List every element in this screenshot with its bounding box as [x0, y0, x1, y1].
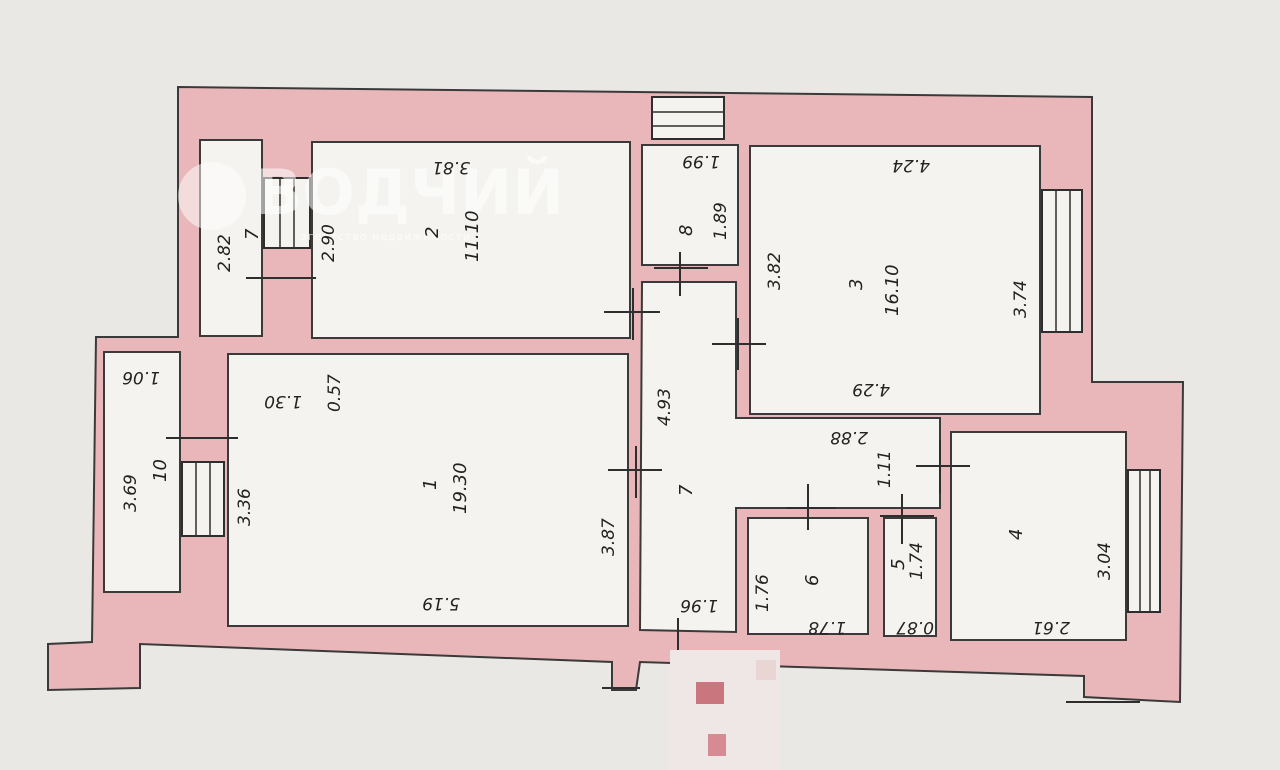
corridor-step: 1.11: [875, 450, 895, 488]
corridor-width: 2.88: [830, 427, 868, 447]
room-8-height: 1.89: [711, 202, 731, 240]
room-1-width: 5.19: [422, 593, 460, 613]
room-1-number: 1: [420, 479, 441, 490]
room-2-height: 2.90: [319, 224, 339, 262]
window-right-room-3: [1041, 189, 1083, 333]
room-3-area: 16.10: [882, 264, 903, 316]
room-5-height: 1.74: [907, 542, 927, 580]
window-top: [651, 96, 725, 140]
room-8: [641, 144, 739, 266]
room-5: [883, 517, 937, 637]
room-2-number: 2: [422, 227, 443, 238]
room-6-height: 1.76: [753, 574, 773, 612]
room-8-width: 1.99: [682, 151, 720, 171]
closet-dim: 2.82: [215, 234, 235, 272]
corridor-length: 4.93: [655, 388, 675, 426]
room-4-height: 3.04: [1095, 542, 1115, 580]
room-10-width: 1.06: [122, 367, 160, 387]
room-2-width: 3.81: [432, 157, 470, 177]
room-1-area: 19.30: [450, 462, 471, 514]
room-6-width: 1.78: [808, 617, 846, 637]
room-3-number: 3: [846, 279, 867, 290]
room-4-width: 2.61: [1032, 617, 1070, 637]
watermark-tagline: агентство недвижимости: [300, 230, 471, 243]
redaction-pixel-block: [670, 650, 780, 770]
closet-number: 7: [242, 228, 263, 240]
watermark-brand: ВОДЧИЙ: [255, 156, 564, 229]
room-3-top: 4.24: [892, 155, 930, 175]
room-7-corridor: [638, 281, 941, 634]
room-5-width: 0.87: [896, 617, 934, 637]
room-2: [311, 141, 631, 339]
window-right-room-4: [1127, 469, 1161, 613]
room-6: [747, 517, 869, 635]
room-1: [227, 353, 629, 627]
room-1-dim-0-57: 0.57: [325, 374, 345, 412]
room-10-number: 10: [150, 459, 171, 482]
room-3-right: 3.74: [1011, 280, 1031, 318]
room-10: [103, 351, 181, 593]
window-closet: [263, 177, 311, 249]
corridor-number: 7: [676, 484, 697, 496]
room-2-area: 11.10: [462, 210, 483, 262]
room-3-bottom: 4.29: [852, 379, 890, 399]
watermark: ВОДЧИЙ агентство недвижимости: [178, 156, 564, 243]
room-5-number: 5: [888, 559, 909, 570]
watermark-logo-icon: [178, 162, 246, 230]
room-8-number: 8: [676, 225, 697, 236]
room-1-height: 3.87: [599, 518, 619, 556]
room-10-height: 3.69: [121, 474, 141, 512]
corridor-bottom: 1.96: [680, 595, 718, 615]
window-room-10: [181, 461, 225, 537]
room-6-number: 6: [802, 575, 823, 586]
room-1-dim-1-30: 1.30: [264, 391, 302, 411]
room-1-dim-3-36: 3.36: [235, 488, 255, 526]
room-4-number: 4: [1006, 529, 1027, 540]
room-4: [950, 431, 1127, 641]
room-3: [749, 145, 1041, 415]
room-3-left: 3.82: [765, 252, 785, 290]
